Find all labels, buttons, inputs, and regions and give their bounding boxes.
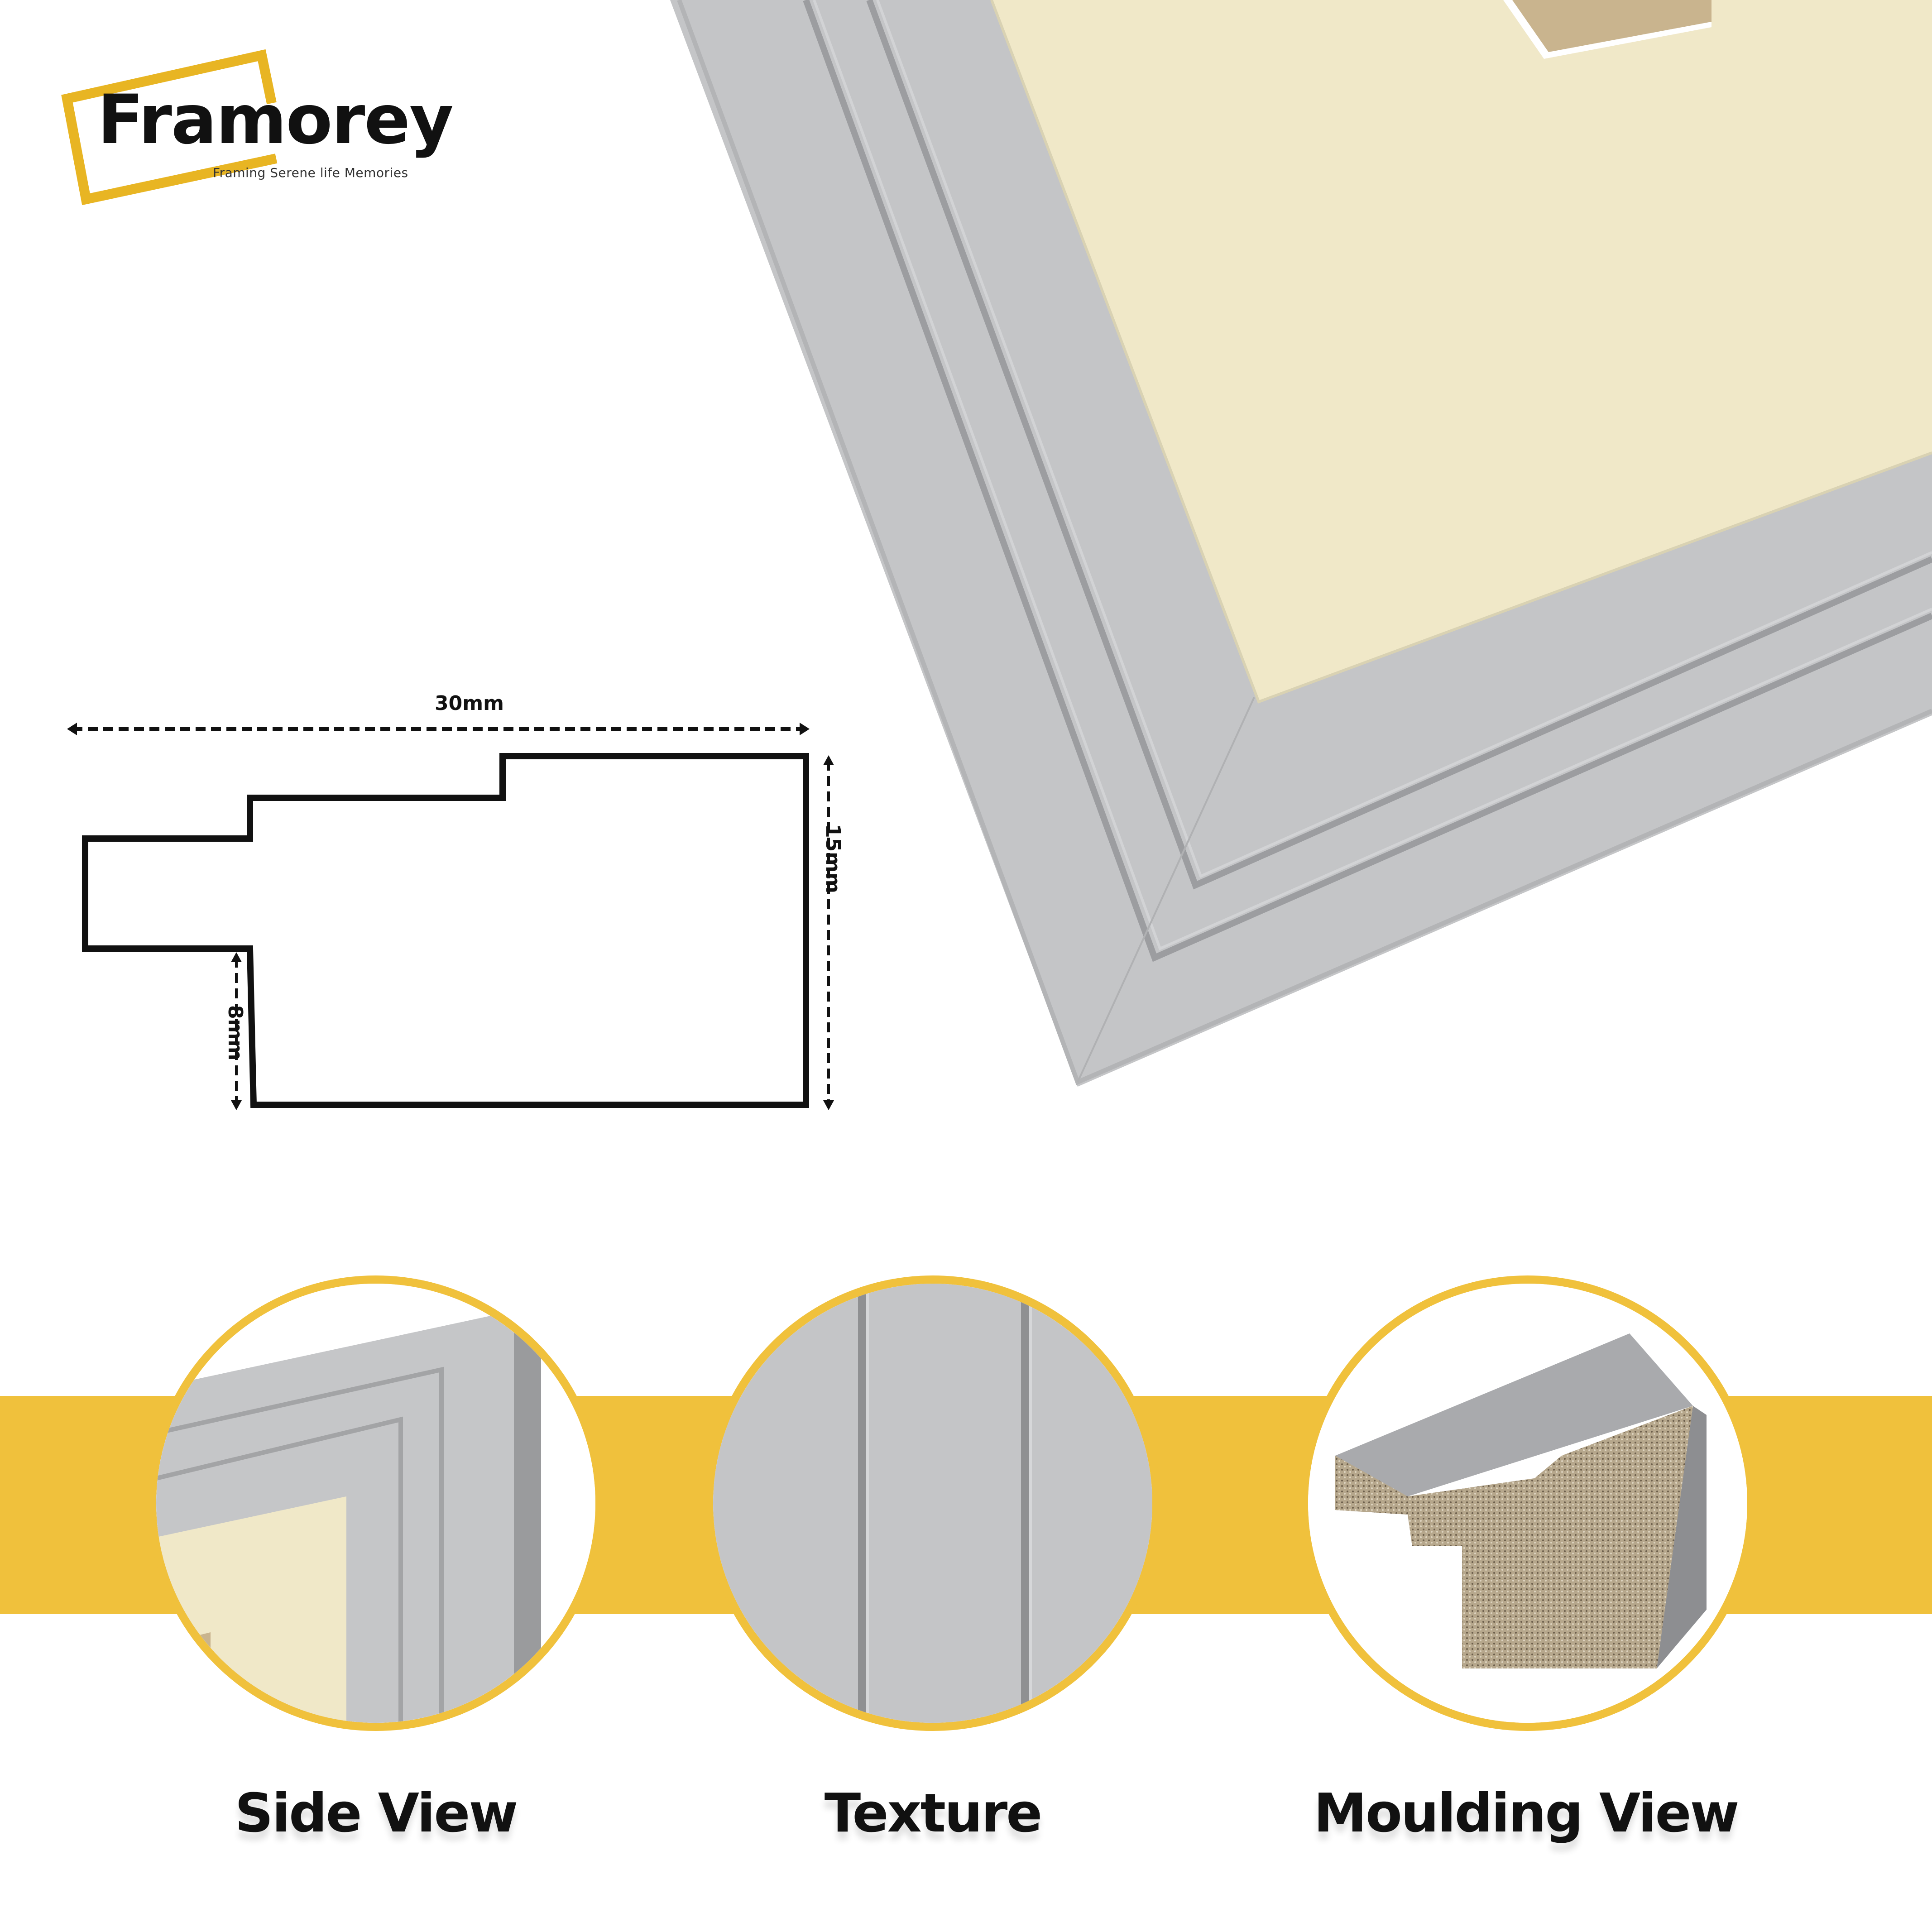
frame-corner-photo — [670, 0, 1932, 1096]
texture-image — [705, 1275, 1160, 1731]
logo-frame-icon — [61, 49, 278, 206]
width-dimension-label: 30mm — [435, 692, 504, 715]
moulding-view-label: Moulding View — [1314, 1782, 1739, 1844]
side-view-label: Side View — [235, 1782, 518, 1844]
texture-label: Texture — [824, 1782, 1043, 1844]
profile-outline-icon — [67, 723, 834, 1110]
brand-logo: Framorey Framing Serene life Memories — [59, 45, 454, 208]
brand-tagline: Framing Serene life Memories — [213, 165, 408, 180]
rebate-dimension-label: 8mm — [224, 1005, 247, 1061]
side-view-image — [148, 1275, 604, 1731]
brand-name: Framorey — [97, 81, 454, 159]
moulding-profile-diagram: 30mm 15mm 8mm — [63, 679, 878, 1132]
moulding-view-image — [1300, 1275, 1755, 1731]
height-dimension-label: 15mm — [821, 824, 844, 893]
